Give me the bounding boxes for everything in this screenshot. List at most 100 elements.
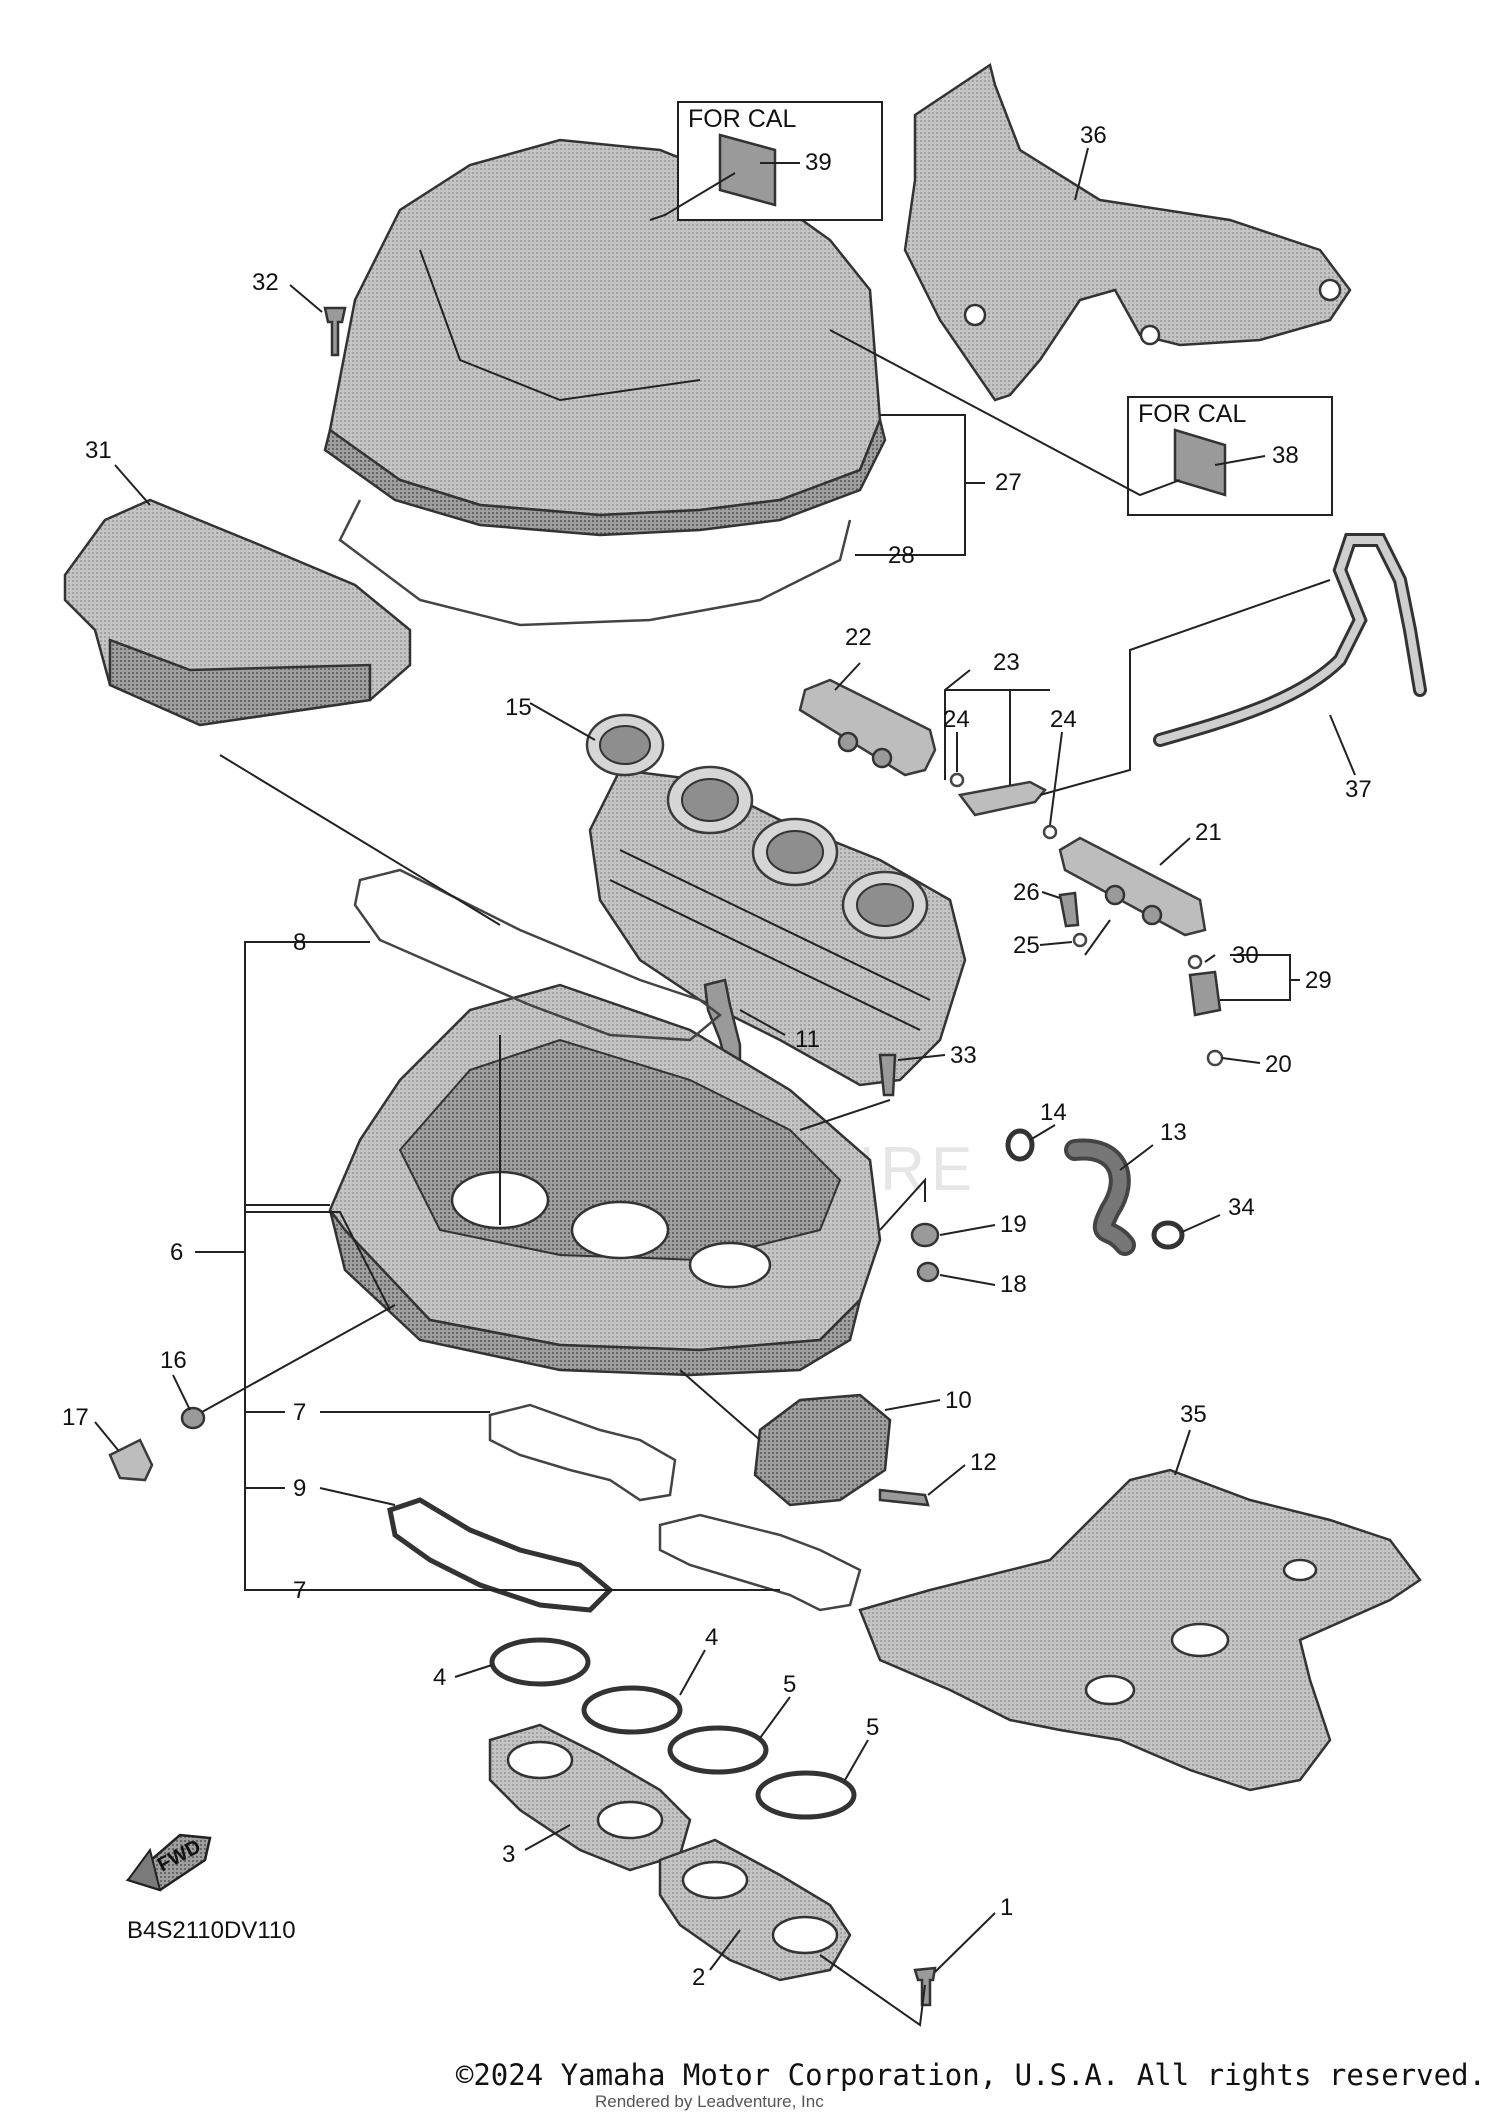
part-28-gasket <box>338 499 852 627</box>
rendered-by-notice: Rendered by Leadventure, Inc <box>595 2092 824 2111</box>
part-30-o-ring <box>1187 954 1203 970</box>
part-26-screw <box>1058 891 1080 928</box>
part-8-gasket <box>353 868 723 1042</box>
part-27-detail-line <box>419 249 701 402</box>
callout-5a: 5 <box>783 1671 796 1698</box>
callout-35: 35 <box>1180 1401 1207 1428</box>
part-17-bracket <box>108 1438 154 1482</box>
callout-30: 30 <box>1232 942 1259 969</box>
part-5-clamp-a <box>667 1725 769 1775</box>
part-24-o-ring <box>1042 824 1058 840</box>
part-38-label <box>1173 428 1227 497</box>
part-14-clamp <box>1005 1128 1035 1162</box>
part-29-injector <box>1188 970 1222 1017</box>
callout-19: 19 <box>1000 1211 1027 1238</box>
part-39-label <box>718 133 777 207</box>
callout-3: 3 <box>502 1841 515 1868</box>
callout-20: 20 <box>1265 1051 1292 1078</box>
part-37-fuel-hose <box>1153 533 1427 747</box>
copyright-notice: ©2024 Yamaha Motor Corporation, U.S.A. A… <box>455 2058 1486 2092</box>
callout-4b: 4 <box>705 1624 718 1651</box>
diagram-code: B4S2110DV110 <box>127 1917 296 1944</box>
callout-39: 39 <box>805 149 832 176</box>
callout-27: 27 <box>995 469 1022 496</box>
callout-24a: 24 <box>943 706 970 733</box>
callout-38: 38 <box>1272 442 1299 469</box>
callout-7b: 7 <box>293 1577 306 1604</box>
part-22-port <box>871 747 893 769</box>
callout-15: 15 <box>505 694 532 721</box>
callout-12: 12 <box>970 1449 997 1476</box>
for-cal-box-39 <box>677 101 883 221</box>
callout-29: 29 <box>1305 967 1332 994</box>
callout-36: 36 <box>1080 122 1107 149</box>
callout-6: 6 <box>170 1239 183 1266</box>
part-15-throttle-body <box>585 713 967 1087</box>
callout-17: 17 <box>62 1404 89 1431</box>
for-cal-label-38: FOR CAL <box>1138 400 1246 428</box>
part-21-port <box>1104 884 1126 906</box>
part-3-intake-joint <box>488 1723 692 1872</box>
part-13-hose-shade <box>1068 1142 1132 1252</box>
callout-28: 28 <box>888 542 915 569</box>
callout-16: 16 <box>160 1347 187 1374</box>
for-cal-box-38 <box>1127 396 1333 516</box>
callout-32: 32 <box>252 269 279 296</box>
part-22-fuel-rail <box>798 678 937 777</box>
part-35-hole <box>1170 1622 1230 1658</box>
part-37-fuel-hose-inner <box>1156 536 1424 744</box>
callout-34: 34 <box>1228 1194 1255 1221</box>
part-10-valve-assembly <box>753 1393 892 1507</box>
callout-18: 18 <box>1000 1271 1027 1298</box>
part-34-clamp <box>1151 1220 1185 1250</box>
part-31-air-filter-side <box>108 638 372 727</box>
callout-1: 1 <box>1000 1894 1013 1921</box>
part-21-fuel-rail <box>1058 836 1207 937</box>
callout-7a: 7 <box>293 1399 306 1426</box>
part-6-front-wall <box>328 1209 863 1377</box>
part-36-hole <box>963 303 987 327</box>
part-25-washer <box>1072 932 1088 948</box>
part-4-clamp-b <box>581 1685 683 1735</box>
callout-9: 9 <box>293 1475 306 1502</box>
fwd-arrow: FWD <box>125 1833 212 1892</box>
part-24-o-ring <box>949 772 965 788</box>
part-21-port <box>1141 904 1163 926</box>
part-36-hole <box>1139 324 1161 346</box>
callout-23: 23 <box>993 649 1020 676</box>
callout-37: 37 <box>1345 776 1372 803</box>
for-cal-label-39: FOR CAL <box>688 105 796 133</box>
callout-8: 8 <box>293 929 306 956</box>
part-6-port <box>688 1241 772 1289</box>
callout-5b: 5 <box>866 1714 879 1741</box>
callout-21: 21 <box>1195 819 1222 846</box>
part-16-grommet <box>180 1406 206 1430</box>
callout-33: 33 <box>950 1042 977 1069</box>
part-35-hole <box>1282 1558 1318 1582</box>
part-20-o-ring <box>1206 1049 1224 1067</box>
part-18-collar <box>916 1261 940 1283</box>
callout-31: 31 <box>85 437 112 464</box>
callout-10: 10 <box>945 1387 972 1414</box>
part-6-port <box>570 1200 670 1260</box>
part-7-gasket-a <box>488 1403 677 1502</box>
part-2-intake-joint <box>658 1838 852 1982</box>
part-7-gasket-b <box>658 1513 862 1612</box>
leader-lines <box>94 147 1356 2027</box>
part-5-clamp-b <box>755 1770 857 1820</box>
callout-2: 2 <box>692 1964 705 1991</box>
callout-11: 11 <box>795 1026 820 1053</box>
part-35-hole <box>1084 1674 1136 1706</box>
callout-numbers: 39 36 38 32 27 28 31 22 23 24 24 37 15 2… <box>62 122 1372 1991</box>
part-27-air-case-flange <box>323 415 887 537</box>
callout-13: 13 <box>1160 1119 1187 1146</box>
part-35-heat-shield <box>858 1468 1422 1792</box>
callout-26: 26 <box>1013 879 1040 906</box>
part-12-bolt <box>878 1488 930 1507</box>
part-23-joint <box>957 780 1047 817</box>
part-4-clamp-a <box>489 1637 591 1687</box>
callout-14: 14 <box>1040 1099 1067 1126</box>
callout-25: 25 <box>1013 932 1040 959</box>
